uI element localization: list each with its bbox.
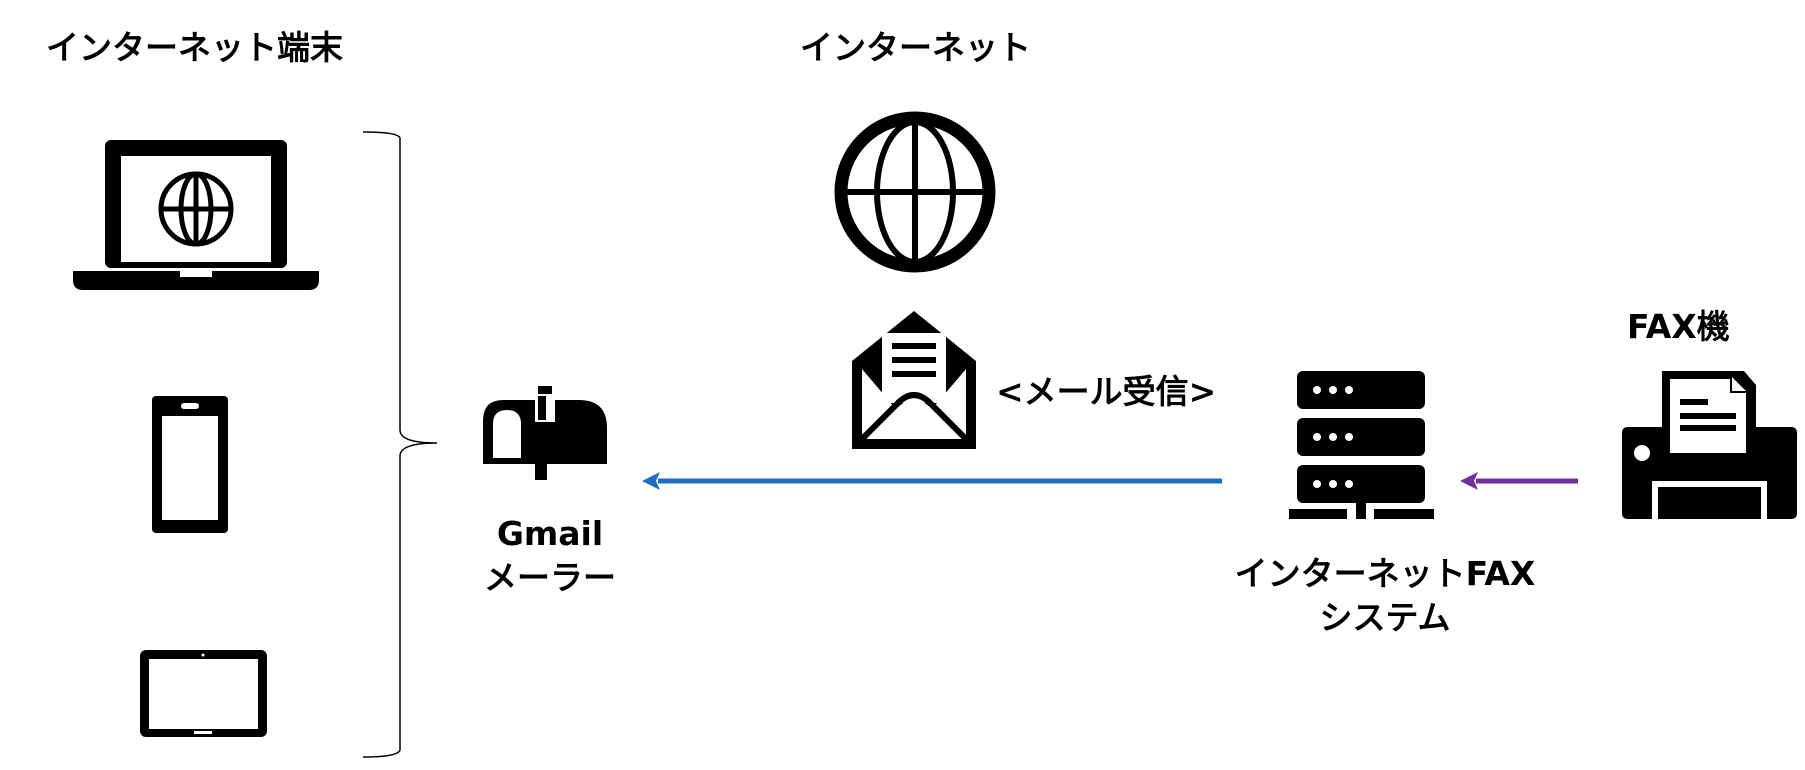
smartphone-icon bbox=[152, 396, 228, 533]
fax-printer-icon bbox=[1622, 371, 1797, 519]
gmail-label-line1: Gmail bbox=[496, 514, 604, 553]
laptop-icon bbox=[73, 140, 319, 290]
fax-transmission-arrow bbox=[1460, 472, 1578, 490]
mail-receive-label: <メール受信> bbox=[996, 372, 1217, 411]
mail-delivery-arrow bbox=[642, 472, 1222, 490]
mailbox-icon bbox=[483, 386, 607, 480]
fax-system-label-line2: システム bbox=[1319, 597, 1451, 637]
grouping-brace bbox=[362, 131, 438, 758]
open-envelope-icon bbox=[852, 311, 976, 449]
tablet-icon bbox=[140, 650, 267, 737]
gmail-label-line2: メーラー bbox=[484, 557, 616, 597]
internet-title: インターネット bbox=[800, 28, 1031, 67]
fax-system-label: インターネットFAX システム bbox=[1200, 554, 1570, 637]
fax-machine-title: FAX機 bbox=[1627, 307, 1730, 346]
gmail-label: Gmail メーラー bbox=[470, 514, 630, 597]
server-icon bbox=[1289, 371, 1434, 519]
fax-system-label-line1: インターネットFAX bbox=[1234, 554, 1536, 593]
terminals-title: インターネット端末 bbox=[46, 28, 343, 67]
globe-icon bbox=[834, 111, 996, 273]
